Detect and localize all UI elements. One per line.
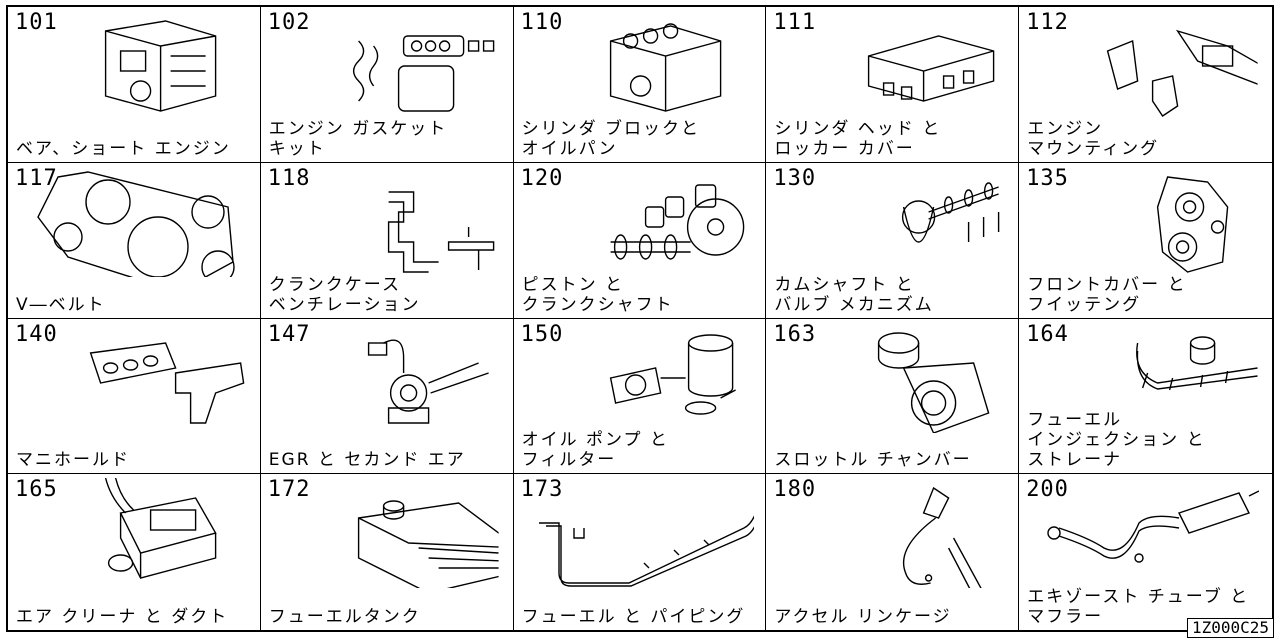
- category-code: 101: [15, 10, 58, 35]
- category-117[interactable]: 117 V―ベルト: [8, 162, 261, 319]
- category-label: アクセル リンケージ: [774, 607, 952, 627]
- category-label: ピストン と クランクシャフト: [521, 274, 674, 315]
- category-163[interactable]: 163 スロットル チャンバー: [766, 318, 1020, 475]
- category-code: 140: [15, 321, 58, 347]
- category-172[interactable]: 172 フューエルタンク: [261, 474, 514, 630]
- category-code: 147: [267, 321, 311, 347]
- category-135[interactable]: 135 フロントカバー と フイッテング: [1019, 163, 1272, 319]
- category-label: オイル ポンプ と フィルター: [521, 430, 669, 471]
- category-label: シリンダ ブロックと オイルパン: [521, 118, 700, 159]
- exhaust-muffler-icon: [1039, 478, 1260, 588]
- category-code: 102: [267, 10, 311, 35]
- category-label: EGR と セカンド エア: [268, 450, 466, 471]
- category-code: 165: [15, 477, 58, 503]
- category-164[interactable]: 164 フューエル インジェクション と ストレーナ: [1019, 319, 1272, 475]
- category-102[interactable]: 102 エンジン ガスケット キット: [260, 7, 514, 163]
- category-140[interactable]: 140 マニホールド: [8, 318, 261, 475]
- crankcase-hose-icon: [318, 167, 498, 277]
- category-label: エキゾースト チューブ と マフラー: [1027, 587, 1250, 627]
- category-label: クランクケース ベンチレーション: [268, 274, 421, 315]
- category-label: マニホールド: [16, 450, 130, 471]
- category-code: 173: [520, 477, 564, 503]
- category-code: 112: [1026, 10, 1069, 35]
- category-code: 180: [773, 477, 817, 503]
- category-code: 130: [773, 165, 817, 191]
- throttle-chamber-icon: [824, 323, 1004, 434]
- category-code: 150: [520, 321, 564, 347]
- air-cleaner-icon: [65, 478, 245, 588]
- category-code: 172: [267, 477, 311, 503]
- gasket-kit-icon: [318, 11, 498, 121]
- front-cover-icon: [1077, 167, 1257, 277]
- engine-mount-icon: [1077, 11, 1263, 121]
- category-code: 118: [267, 165, 311, 191]
- category-code: 164: [1026, 321, 1069, 347]
- category-code: 111: [773, 10, 817, 35]
- manifold-icon: [65, 323, 245, 433]
- category-code: 200: [1026, 477, 1069, 503]
- category-label: フューエル と パイピング: [521, 607, 746, 627]
- accel-linkage-icon: [824, 478, 1004, 598]
- cylinder-block-icon: [571, 11, 751, 121]
- fuel-tank-icon: [318, 478, 513, 594]
- oil-pump-filter-icon: [571, 323, 751, 433]
- egr-valve-icon: [318, 323, 498, 433]
- category-label: フロントカバー と フイッテング: [1027, 274, 1187, 315]
- category-110[interactable]: 110 シリンダ ブロックと オイルパン: [513, 7, 767, 163]
- v-belt-icon: [28, 167, 248, 293]
- parts-category-grid: 101 ベア、ショート エンジン 102 エンジン ガスケット キット 110 …: [6, 5, 1274, 632]
- category-label: エンジン ガスケット キット: [268, 118, 448, 159]
- category-111[interactable]: 111 シリンダ ヘッド と ロッカー カバー: [766, 7, 1020, 163]
- category-code: 163: [773, 321, 817, 347]
- engine-block-icon: [65, 11, 245, 121]
- category-label: V―ベルト: [16, 294, 106, 315]
- category-165[interactable]: 165 エア クリーナ と ダクト: [8, 474, 261, 630]
- category-code: 110: [520, 10, 564, 35]
- category-130[interactable]: 130 カムシャフト と バルブ メカニズム: [766, 162, 1020, 319]
- category-112[interactable]: 112 エンジン マウンティング: [1019, 7, 1272, 163]
- category-180[interactable]: 180 アクセル リンケージ: [766, 474, 1020, 630]
- piston-crankshaft-icon: [571, 167, 751, 277]
- category-code: 120: [520, 165, 564, 191]
- reference-code: 1Z000C25: [1186, 618, 1274, 638]
- category-label: カムシャフト と バルブ メカニズム: [774, 274, 934, 315]
- category-label: フューエルタンク: [268, 607, 421, 627]
- category-label: シリンダ ヘッド と ロッカー カバー: [774, 118, 942, 159]
- category-label: フューエル インジェクション と ストレーナ: [1027, 410, 1206, 471]
- camshaft-icon: [824, 167, 1004, 277]
- category-118[interactable]: 118 クランクケース ベンチレーション: [260, 162, 514, 319]
- category-code: 135: [1026, 165, 1069, 191]
- category-200[interactable]: 200 エキゾースト チューブ と マフラー: [1019, 474, 1272, 630]
- category-label: スロットル チャンバー: [774, 450, 972, 471]
- fuel-piping-icon: [534, 478, 762, 588]
- category-120[interactable]: 120 ピストン と クランクシャフト: [513, 162, 767, 319]
- category-code: 117: [15, 165, 58, 191]
- category-173[interactable]: 173 フューエル と パイピング: [514, 474, 767, 630]
- cylinder-head-icon: [824, 11, 1004, 121]
- fuel-injection-icon: [1077, 323, 1258, 433]
- category-label: エア クリーナ と ダクト: [16, 607, 229, 627]
- category-147[interactable]: 147 EGR と セカンド エア: [260, 318, 514, 475]
- category-label: エンジン マウンティング: [1027, 118, 1160, 159]
- category-101[interactable]: 101 ベア、ショート エンジン: [8, 7, 261, 163]
- category-label: ベア、ショート エンジン: [16, 138, 231, 159]
- category-150[interactable]: 150 オイル ポンプ と フィルター: [513, 318, 767, 475]
